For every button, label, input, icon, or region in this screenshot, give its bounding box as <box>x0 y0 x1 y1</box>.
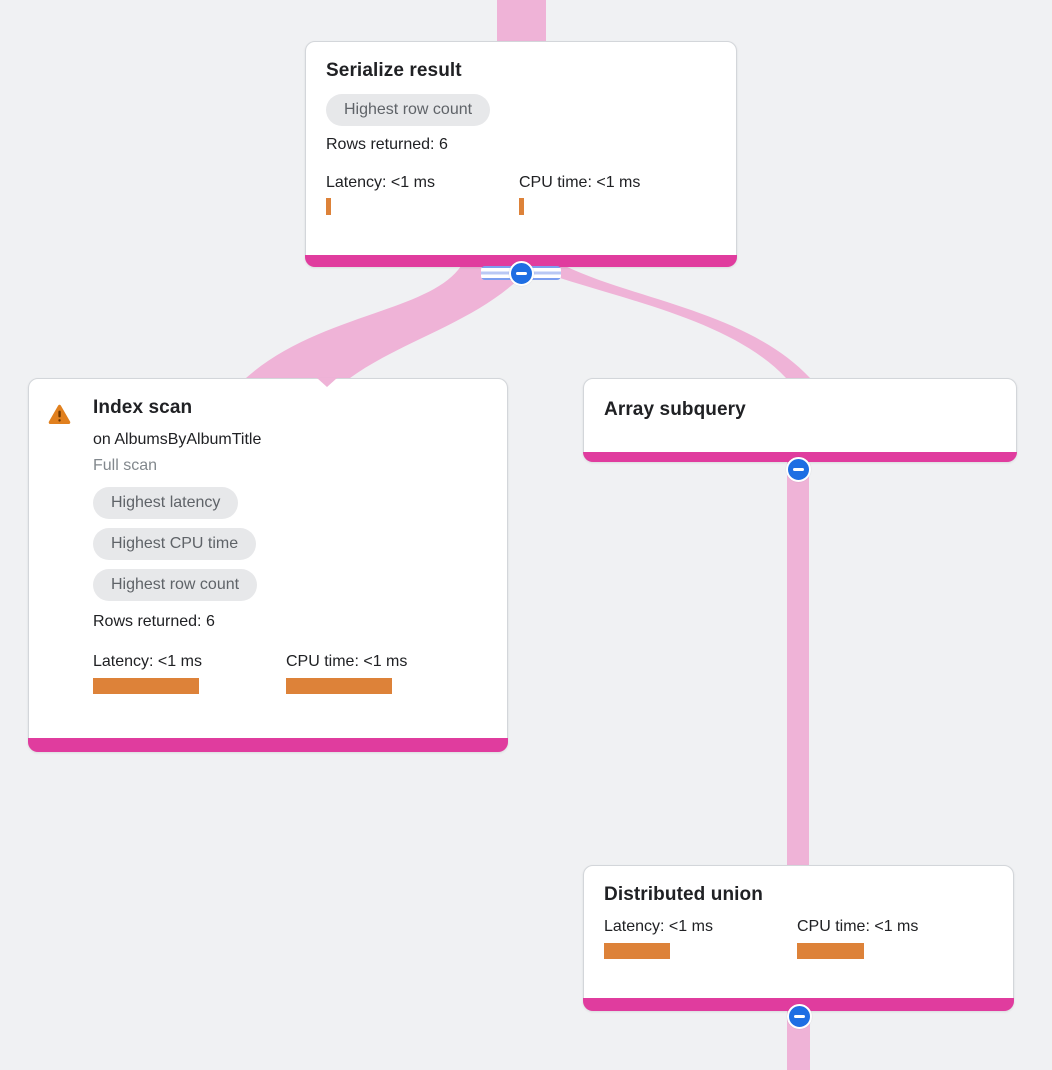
badge-highest-row-count: Highest row count <box>326 94 491 126</box>
node-index-scan[interactable]: Index scan on AlbumsByAlbumTitle Full sc… <box>28 378 508 752</box>
cpu-time-label: CPU time: <1 ms <box>286 653 408 670</box>
edge-arrow-tip <box>317 378 337 387</box>
badge-highest-row-count: Highest row count <box>93 569 258 601</box>
node-title: Serialize result <box>326 60 462 81</box>
latency-label: Latency: <1 ms <box>604 918 713 935</box>
collapse-button-distributed-union[interactable] <box>787 1004 812 1029</box>
minus-icon <box>794 1015 805 1018</box>
latency-bar <box>604 943 670 959</box>
edge-serialize-to-index-scan <box>246 266 526 378</box>
cpu-time-bar <box>519 198 524 215</box>
node-title: Index scan <box>93 397 193 418</box>
rows-returned-text: Rows returned: 6 <box>326 136 448 153</box>
cpu-time-label: CPU time: <1 ms <box>797 918 919 935</box>
latency-bar <box>93 678 199 694</box>
badge-highest-latency: Highest latency <box>93 487 239 519</box>
node-distributed-union[interactable]: Distributed union Latency: <1 ms CPU tim… <box>583 865 1014 1011</box>
cpu-time-bar <box>286 678 392 694</box>
cpu-time-label: CPU time: <1 ms <box>519 174 641 191</box>
collapse-button-array-subquery[interactable] <box>786 457 811 482</box>
rows-returned-text: Rows returned: 6 <box>93 613 215 630</box>
latency-label: Latency: <1 ms <box>93 653 202 670</box>
scan-type-text: Full scan <box>93 457 158 474</box>
edge-array-subquery-to-distributed-union <box>787 455 809 870</box>
node-serialize-result[interactable]: Serialize result Highest row count Rows … <box>305 41 737 267</box>
node-array-subquery[interactable]: Array subquery <box>583 378 1017 462</box>
badge-highest-cpu-time: Highest CPU time <box>93 528 257 560</box>
cpu-time-bar <box>797 943 864 959</box>
collapse-button-serialize-result[interactable] <box>509 261 534 286</box>
edge-serialize-to-array-subquery <box>536 266 810 378</box>
node-accent-bar <box>28 738 508 752</box>
latency-bar <box>326 198 331 215</box>
minus-icon <box>793 468 804 471</box>
minus-icon <box>516 272 527 275</box>
node-subtitle: on AlbumsByAlbumTitle <box>93 431 262 448</box>
node-title: Distributed union <box>604 884 763 905</box>
warning-icon <box>48 404 71 425</box>
latency-label: Latency: <1 ms <box>326 174 435 191</box>
node-title: Array subquery <box>604 399 746 420</box>
